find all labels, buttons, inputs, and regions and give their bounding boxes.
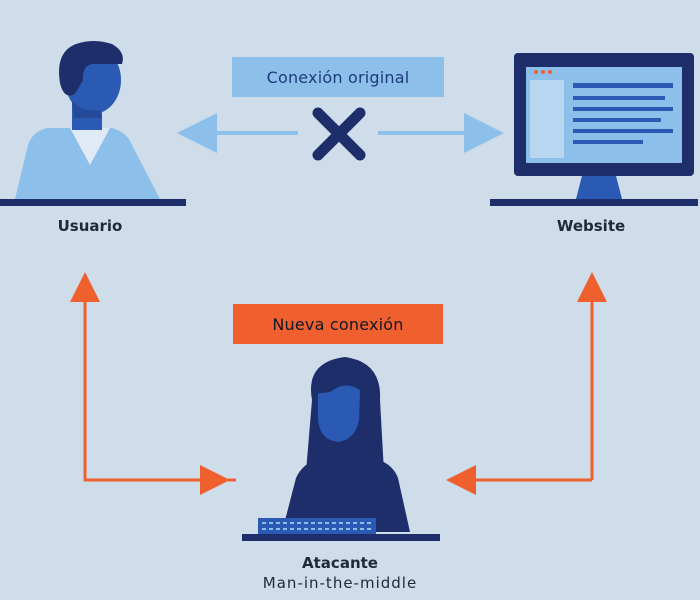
website-label: Website [556, 217, 626, 235]
attacker-label: Atacante [302, 554, 378, 572]
computer-monitor-icon [490, 53, 698, 206]
monitor-sidebar [530, 80, 564, 158]
attacker-torso [282, 458, 410, 532]
user-figure-icon [0, 41, 186, 206]
user-beard-shadow [72, 100, 102, 118]
attacker-figure-icon [242, 357, 440, 541]
user-label: Usuario [57, 217, 123, 235]
arrow-attacker-to-user [70, 272, 236, 482]
monitor-desk-line [490, 199, 698, 206]
attacker-keyboard [258, 518, 376, 534]
user-hair [59, 41, 123, 96]
user-collar [70, 128, 110, 165]
user-desk-line [0, 199, 186, 206]
attacker-desk-line [242, 534, 440, 541]
attacker-sublabel: Man-in-the-middle [262, 574, 418, 592]
new-connection-label: Nueva conexión [233, 304, 443, 344]
x-cross-icon [312, 107, 366, 161]
monitor-stand [576, 172, 622, 199]
user-torso [15, 128, 160, 199]
original-connection-label: Conexión original [232, 57, 444, 97]
attacker-fringe [314, 366, 372, 394]
